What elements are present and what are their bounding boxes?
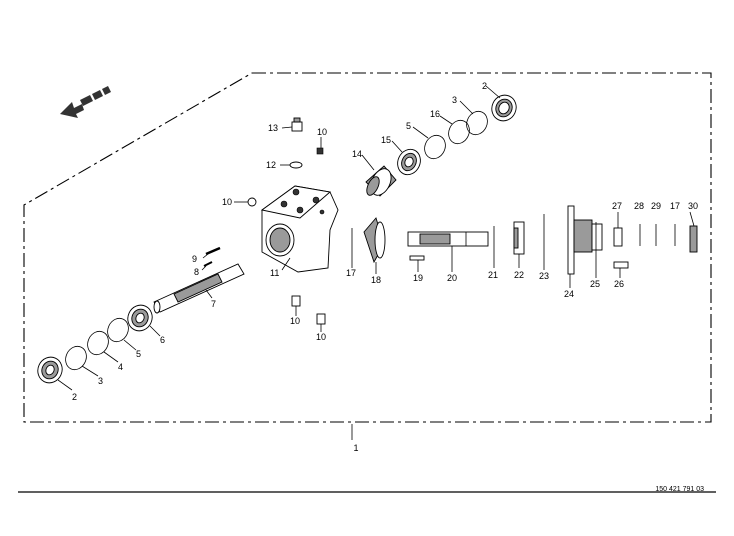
label-part-13: 13 bbox=[268, 123, 278, 133]
label-part-30: 30 bbox=[688, 201, 698, 211]
label-part-26: 26 bbox=[614, 279, 624, 289]
sleeve-22 bbox=[513, 221, 525, 255]
bearing-6 bbox=[127, 304, 153, 332]
bolt-26 bbox=[613, 261, 629, 269]
label-part-8: 8 bbox=[194, 267, 199, 277]
snap-ring-3-upper bbox=[466, 110, 488, 136]
label-part-7: 7 bbox=[211, 299, 216, 309]
gear-housing-11 bbox=[260, 185, 339, 273]
label-part-12: 12 bbox=[266, 160, 276, 170]
bevel-gear-14 bbox=[365, 165, 397, 197]
shaft-20 bbox=[407, 231, 489, 247]
label-part-28: 28 bbox=[634, 201, 644, 211]
label-part-10-b: 10 bbox=[316, 332, 326, 342]
label-part-3-lower: 3 bbox=[98, 376, 103, 386]
label-part-5-upper: 5 bbox=[406, 121, 411, 131]
nut-10-left bbox=[247, 197, 257, 207]
label-part-2-upper: 2 bbox=[482, 81, 487, 91]
snap-ring-3-lower bbox=[65, 345, 87, 371]
label-part-27: 27 bbox=[612, 201, 622, 211]
label-part-20: 20 bbox=[447, 273, 457, 283]
label-assembly: 1 bbox=[353, 443, 358, 453]
spring-30 bbox=[689, 225, 698, 253]
ring-4 bbox=[87, 330, 109, 356]
label-part-6: 6 bbox=[160, 335, 165, 345]
drawing-code: 150 421 791 03 bbox=[655, 486, 704, 493]
bearing-2-upper bbox=[491, 94, 517, 122]
bearing-15 bbox=[397, 148, 421, 176]
shaft-7 bbox=[153, 263, 245, 314]
label-part-5-lower: 5 bbox=[136, 349, 141, 359]
bearing-2-lower bbox=[37, 356, 63, 384]
label-part-3-upper: 3 bbox=[452, 95, 457, 105]
label-part-16: 16 bbox=[430, 109, 440, 119]
label-part-18: 18 bbox=[371, 275, 381, 285]
key-8 bbox=[203, 261, 213, 267]
label-part-19: 19 bbox=[413, 273, 423, 283]
bolt-10-a bbox=[291, 295, 301, 307]
o-ring-12 bbox=[289, 161, 303, 169]
pin-27 bbox=[613, 227, 623, 247]
label-part-2-lower: 2 bbox=[72, 392, 77, 402]
direction-arrow-icon bbox=[60, 86, 111, 118]
label-part-24: 24 bbox=[564, 289, 574, 299]
label-part-23: 23 bbox=[539, 271, 549, 281]
label-part-9: 9 bbox=[192, 254, 197, 264]
flange-24 bbox=[567, 205, 603, 275]
ring-5-upper bbox=[424, 134, 446, 160]
label-part-17-a: 17 bbox=[346, 268, 356, 278]
pin-9 bbox=[205, 246, 221, 256]
label-part-15: 15 bbox=[381, 135, 391, 145]
bevel-gear-18 bbox=[363, 217, 386, 264]
label-part-21: 21 bbox=[488, 270, 498, 280]
bolt-10-b bbox=[316, 313, 326, 325]
label-part-14: 14 bbox=[352, 149, 362, 159]
label-part-25: 25 bbox=[590, 279, 600, 289]
label-part-22: 22 bbox=[514, 270, 524, 280]
label-part-4: 4 bbox=[118, 362, 123, 372]
label-part-29: 29 bbox=[651, 201, 661, 211]
leader-lines bbox=[57, 85, 695, 440]
label-part-17-b: 17 bbox=[670, 201, 680, 211]
assembly-boundary bbox=[23, 72, 712, 423]
plug-13 bbox=[291, 117, 303, 132]
label-part-11: 11 bbox=[270, 268, 279, 278]
nut-10-top bbox=[316, 147, 324, 155]
ring-16 bbox=[448, 119, 470, 145]
ring-5-lower bbox=[107, 317, 129, 343]
label-part-10-top: 10 bbox=[317, 127, 327, 137]
label-part-10-left: 10 bbox=[222, 197, 232, 207]
label-part-10-a: 10 bbox=[290, 316, 300, 326]
pin-19 bbox=[409, 255, 425, 261]
